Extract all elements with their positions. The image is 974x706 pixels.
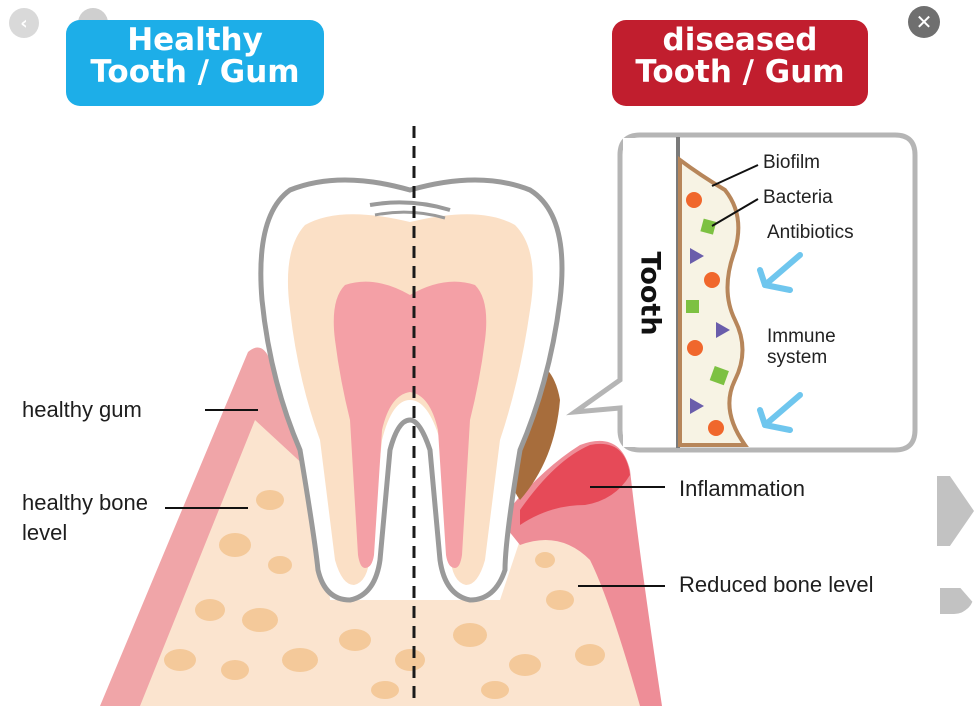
healthy-bone-level-label: healthy bone level <box>22 488 172 548</box>
antibiotics-label: Antibiotics <box>767 222 854 243</box>
tooth-pulp <box>334 282 487 568</box>
reduced-bone-level-label: Reduced bone level <box>679 570 873 600</box>
immune-system-label: Immune system <box>767 326 877 368</box>
inset-tooth-label: Tooth <box>635 252 666 324</box>
bacteria-label: Bacteria <box>763 187 833 208</box>
inflammation-label: Inflammation <box>679 474 805 504</box>
healthy-gum-label: healthy gum <box>22 395 142 425</box>
biofilm-label: Biofilm <box>763 152 820 173</box>
